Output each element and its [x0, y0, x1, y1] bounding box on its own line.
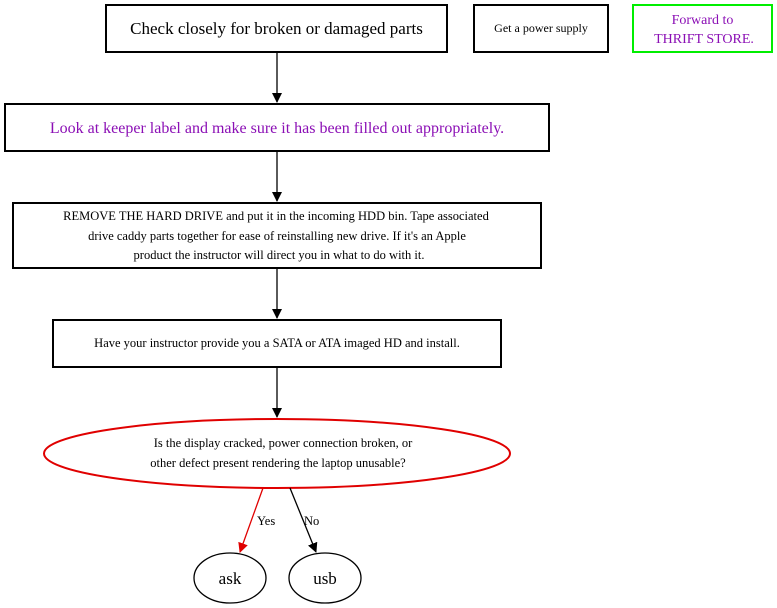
node-usb: usb: [288, 552, 362, 604]
node-check-parts-label: Check closely for broken or damaged part…: [130, 19, 423, 38]
node-check-parts: Check closely for broken or damaged part…: [105, 4, 448, 53]
node-power-supply-label: Get a power supply: [494, 21, 588, 35]
edge-no: [289, 487, 318, 553]
node-remove-hdd-line-1: REMOVE THE HARD DRIVE and put it in the …: [63, 209, 489, 223]
node-keeper-label-text: Look at keeper label and make sure it ha…: [50, 120, 504, 137]
node-thrift-store: Forward to THRIFT STORE.: [632, 4, 773, 53]
node-install-hd: Have your instructor provide you a SATA …: [52, 319, 502, 368]
edge-yes-label: Yes: [257, 514, 275, 528]
node-remove-hdd-line-3: product the instructor will direct you i…: [134, 248, 425, 262]
decision-ellipse: [43, 418, 511, 489]
edge-no-label: No: [304, 514, 319, 528]
node-power-supply: Get a power supply: [473, 4, 609, 53]
node-ask-label: ask: [219, 569, 242, 588]
node-remove-hdd: REMOVE THE HARD DRIVE and put it in the …: [12, 202, 542, 269]
node-thrift-store-line-2: THRIFT STORE.: [654, 32, 754, 47]
node-usb-label: usb: [313, 569, 337, 588]
node-thrift-store-border: [632, 4, 773, 53]
node-install-hd-label: Have your instructor provide you a SATA …: [94, 336, 460, 350]
node-thrift-store-line-1: Forward to: [672, 13, 734, 28]
edge-yes: [238, 487, 264, 553]
node-display-question-line-1: Is the display cracked, power connection…: [154, 436, 413, 450]
node-display-question: Is the display cracked, power connection…: [43, 418, 511, 489]
node-ask: ask: [193, 552, 267, 604]
node-display-question-line-2: other defect present rendering the lapto…: [150, 456, 406, 470]
node-keeper-label: Look at keeper label and make sure it ha…: [4, 103, 550, 152]
node-remove-hdd-line-2: drive caddy parts together for ease of r…: [88, 229, 466, 243]
